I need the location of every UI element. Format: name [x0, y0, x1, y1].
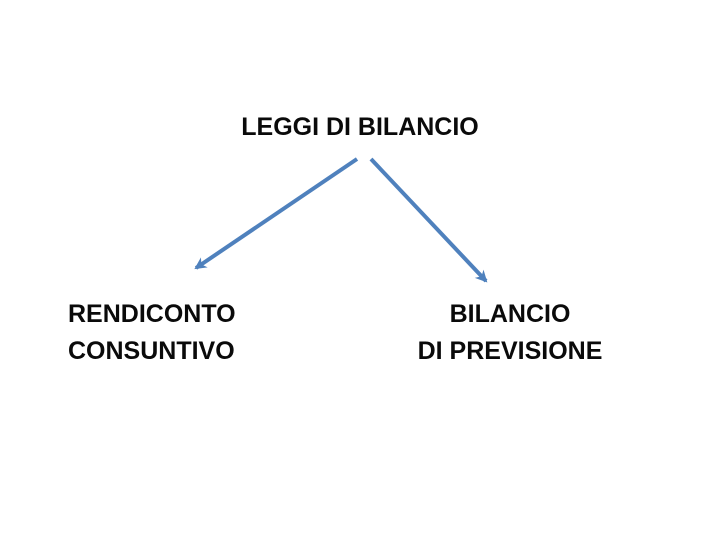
node-left-line1: RENDICONTO — [68, 300, 236, 328]
node-left-line2: CONSUNTIVO — [68, 337, 235, 365]
arrow-left-icon — [194, 157, 359, 270]
arrow-right-icon — [369, 157, 488, 283]
node-rendiconto-consuntivo: RENDICONTO CONSUNTIVO — [68, 296, 328, 370]
node-right-line2: DI PREVISIONE — [417, 337, 603, 365]
node-right-line1: BILANCIO — [449, 300, 571, 328]
diagram-title: LEGGI DI BILANCIO — [241, 113, 479, 141]
node-bilancio-di-previsione: BILANCIO DI PREVISIONE — [410, 296, 610, 370]
